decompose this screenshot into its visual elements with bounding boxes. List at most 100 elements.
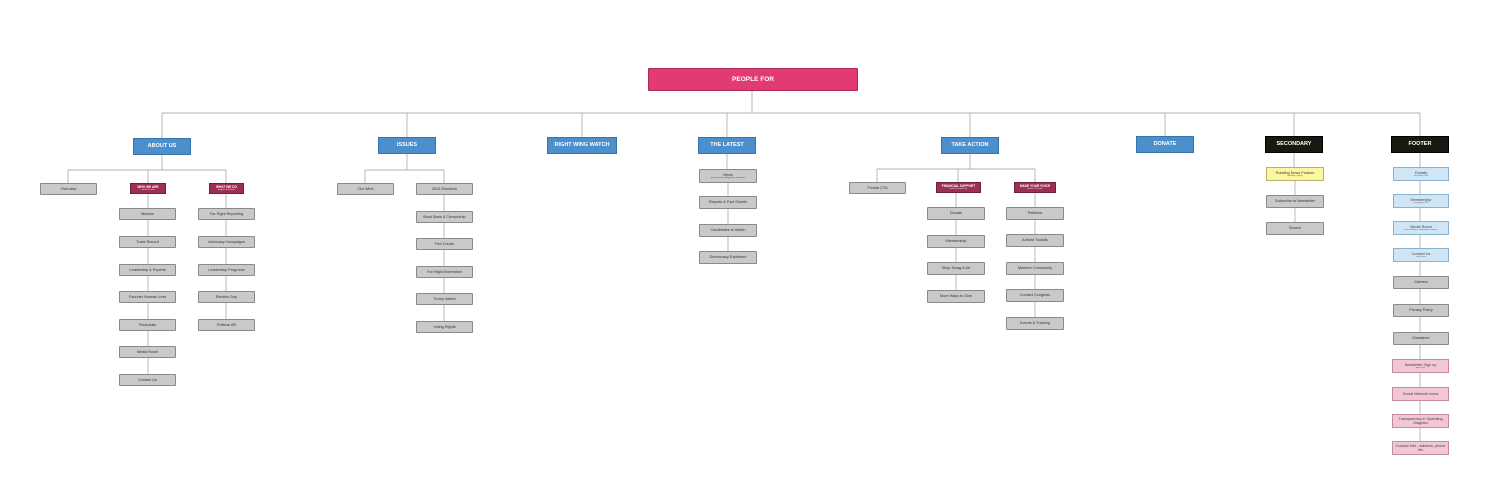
fin-item-label: Membership <box>945 239 967 244</box>
list-item: Transparency in Spending Diagram <box>1392 414 1449 428</box>
about-who-label: WHO WE ARE <box>137 184 159 189</box>
about-what-sub: programs & initiatives <box>217 188 236 191</box>
list-item: Election Day <box>198 291 255 303</box>
action-financial-label: FINANCIAL SUPPORT <box>941 183 976 188</box>
section-about-label: ABOUT US <box>147 143 177 150</box>
what-item-label: Advocacy Campaigns <box>208 239 245 244</box>
section-latest: THE LATEST <box>698 137 756 154</box>
list-item: Democracy Explained <box>699 251 757 264</box>
footer-blue-label: Media Room <box>1410 224 1432 229</box>
section-footer: FOOTER <box>1391 136 1449 153</box>
who-item-label: Mission <box>141 211 154 216</box>
about-overview: Overview <box>40 183 97 195</box>
rotating-label: Rotating News Feature <box>1275 170 1315 175</box>
list-item: Social Network Icons <box>1392 387 1449 401</box>
list-item: Shop Swag & Art <box>927 262 985 275</box>
list-item: Far Right Extremism <box>416 266 473 278</box>
list-item: Petitions <box>1006 207 1064 220</box>
what-item-label: Election Day <box>215 294 238 299</box>
list-item: Mission <box>119 208 176 220</box>
list-item: Media Room <box>119 346 176 358</box>
secondary-rotating-news: Rotating News Feature breaking / urgent <box>1266 167 1324 181</box>
action-florida-label: Florida CTA <box>867 185 888 190</box>
about-what-label: WHAT WE DO <box>215 184 237 189</box>
action-voice-label: MAKE YOUR VOICE <box>1019 183 1051 188</box>
section-rww: RIGHT WING WATCH <box>547 137 617 154</box>
list-item: Financials <box>119 319 176 331</box>
section-donate: DONATE <box>1136 136 1194 153</box>
issues-item-label: Far Right Extremism <box>427 269 462 274</box>
section-secondary: SECONDARY <box>1265 136 1323 153</box>
footer-pink-label: Newsletter Sign up <box>1404 362 1437 367</box>
footer-pink-label: Social Network Icons <box>1402 391 1439 396</box>
section-issues-label: ISSUES <box>396 142 418 149</box>
list-item: Trump Watch <box>416 293 473 305</box>
who-item-label: Track Record <box>136 239 159 244</box>
voice-item-label: Petitions <box>1027 211 1043 216</box>
list-item: More Ways to Give <box>927 290 985 303</box>
list-item: Contact Us <box>119 374 176 386</box>
footer-pink-label: Transparency in Spending Diagram <box>1398 416 1443 425</box>
issues-item-label: Voting Rights <box>433 324 456 329</box>
list-item: Careers <box>1393 276 1449 289</box>
footer-blue-sub: secondary CTA <box>1414 175 1428 178</box>
voice-item-label: Events & Training <box>1020 321 1050 326</box>
list-item: Political AR <box>198 319 255 331</box>
list-item: 2024 Elections <box>416 183 473 195</box>
list-item: Disclaimer <box>1393 332 1449 345</box>
voice-item-label: Activist Toolkits <box>1022 238 1048 243</box>
section-action: TAKE ACTION <box>941 137 999 154</box>
footer-blue-sub: press releases, statements, contacts <box>1404 229 1438 232</box>
footer-blue-label: Membership <box>1410 197 1432 202</box>
list-item: Leadership Programs <box>198 264 255 276</box>
action-financial-support: FINANCIAL SUPPORT donate & membership <box>936 182 981 193</box>
footer-grey-label: Disclaimer <box>1412 336 1430 341</box>
footer-blue-sub: form & info <box>1416 256 1426 259</box>
issues-item-label: Book Bans & Censorship <box>423 214 466 219</box>
list-item: Membership <box>927 235 985 248</box>
section-footer-label: FOOTER <box>1408 141 1432 148</box>
section-rww-label: RIGHT WING WATCH <box>554 142 610 149</box>
list-item: Far Right Reporting <box>198 208 255 220</box>
issues-item-label: 2024 Elections <box>432 186 457 191</box>
list-item: Member Community <box>1006 262 1064 275</box>
issues-our-wins: Our Wins <box>337 183 394 195</box>
latest-news: News press releases, blog posts, stateme… <box>699 169 757 183</box>
list-item: Reports & Fact Sheets <box>699 196 757 209</box>
footer-blue-label: Contact Us <box>1411 251 1431 256</box>
who-item-label: Leadership & Experts <box>129 267 166 272</box>
latest-news-label: News <box>723 172 733 177</box>
who-item-label: Contact Us <box>138 377 157 382</box>
fin-item-label: Donate <box>949 211 963 216</box>
list-item: Search <box>1266 222 1324 235</box>
fin-item-label: More Ways to Give <box>939 294 973 299</box>
issues-item-label: Fed Courts <box>435 241 454 246</box>
list-item: Contact Congress <box>1006 289 1064 302</box>
latest-news-sub: press releases, blog posts, statements <box>710 177 746 180</box>
list-item: Contact Info - address, phone etc <box>1392 441 1449 455</box>
list-item: Activist Toolkits <box>1006 234 1064 247</box>
section-secondary-label: SECONDARY <box>1276 141 1312 148</box>
secondary-item-label: Search <box>1288 226 1302 231</box>
issues-our-wins-label: Our Wins <box>357 186 374 191</box>
latest-item-label: Reports & Fact Sheets <box>708 200 748 205</box>
list-item: Leadership & Experts <box>119 264 176 276</box>
secondary-item-label: Subscribe to Newsletter <box>1274 199 1316 204</box>
list-item: Book Bans & Censorship <box>416 211 473 223</box>
what-item-label: Political AR <box>216 322 237 327</box>
about-overview-label: Overview <box>60 186 77 191</box>
about-who-sub: mission & values <box>141 188 155 191</box>
footer-grey-label: Careers <box>1414 280 1428 285</box>
list-item: Events & Training <box>1006 317 1064 330</box>
footer-blue-sub: secondary CTA <box>1414 202 1428 205</box>
latest-item-label: Candidates to Watch <box>710 228 746 233</box>
section-latest-label: THE LATEST <box>710 142 744 149</box>
what-item-label: Far Right Reporting <box>209 211 244 216</box>
action-voice-sub: petitions & activism <box>1027 187 1043 190</box>
who-item-label: Financials <box>138 322 157 327</box>
list-item: Privacy Policy <box>1393 304 1449 317</box>
